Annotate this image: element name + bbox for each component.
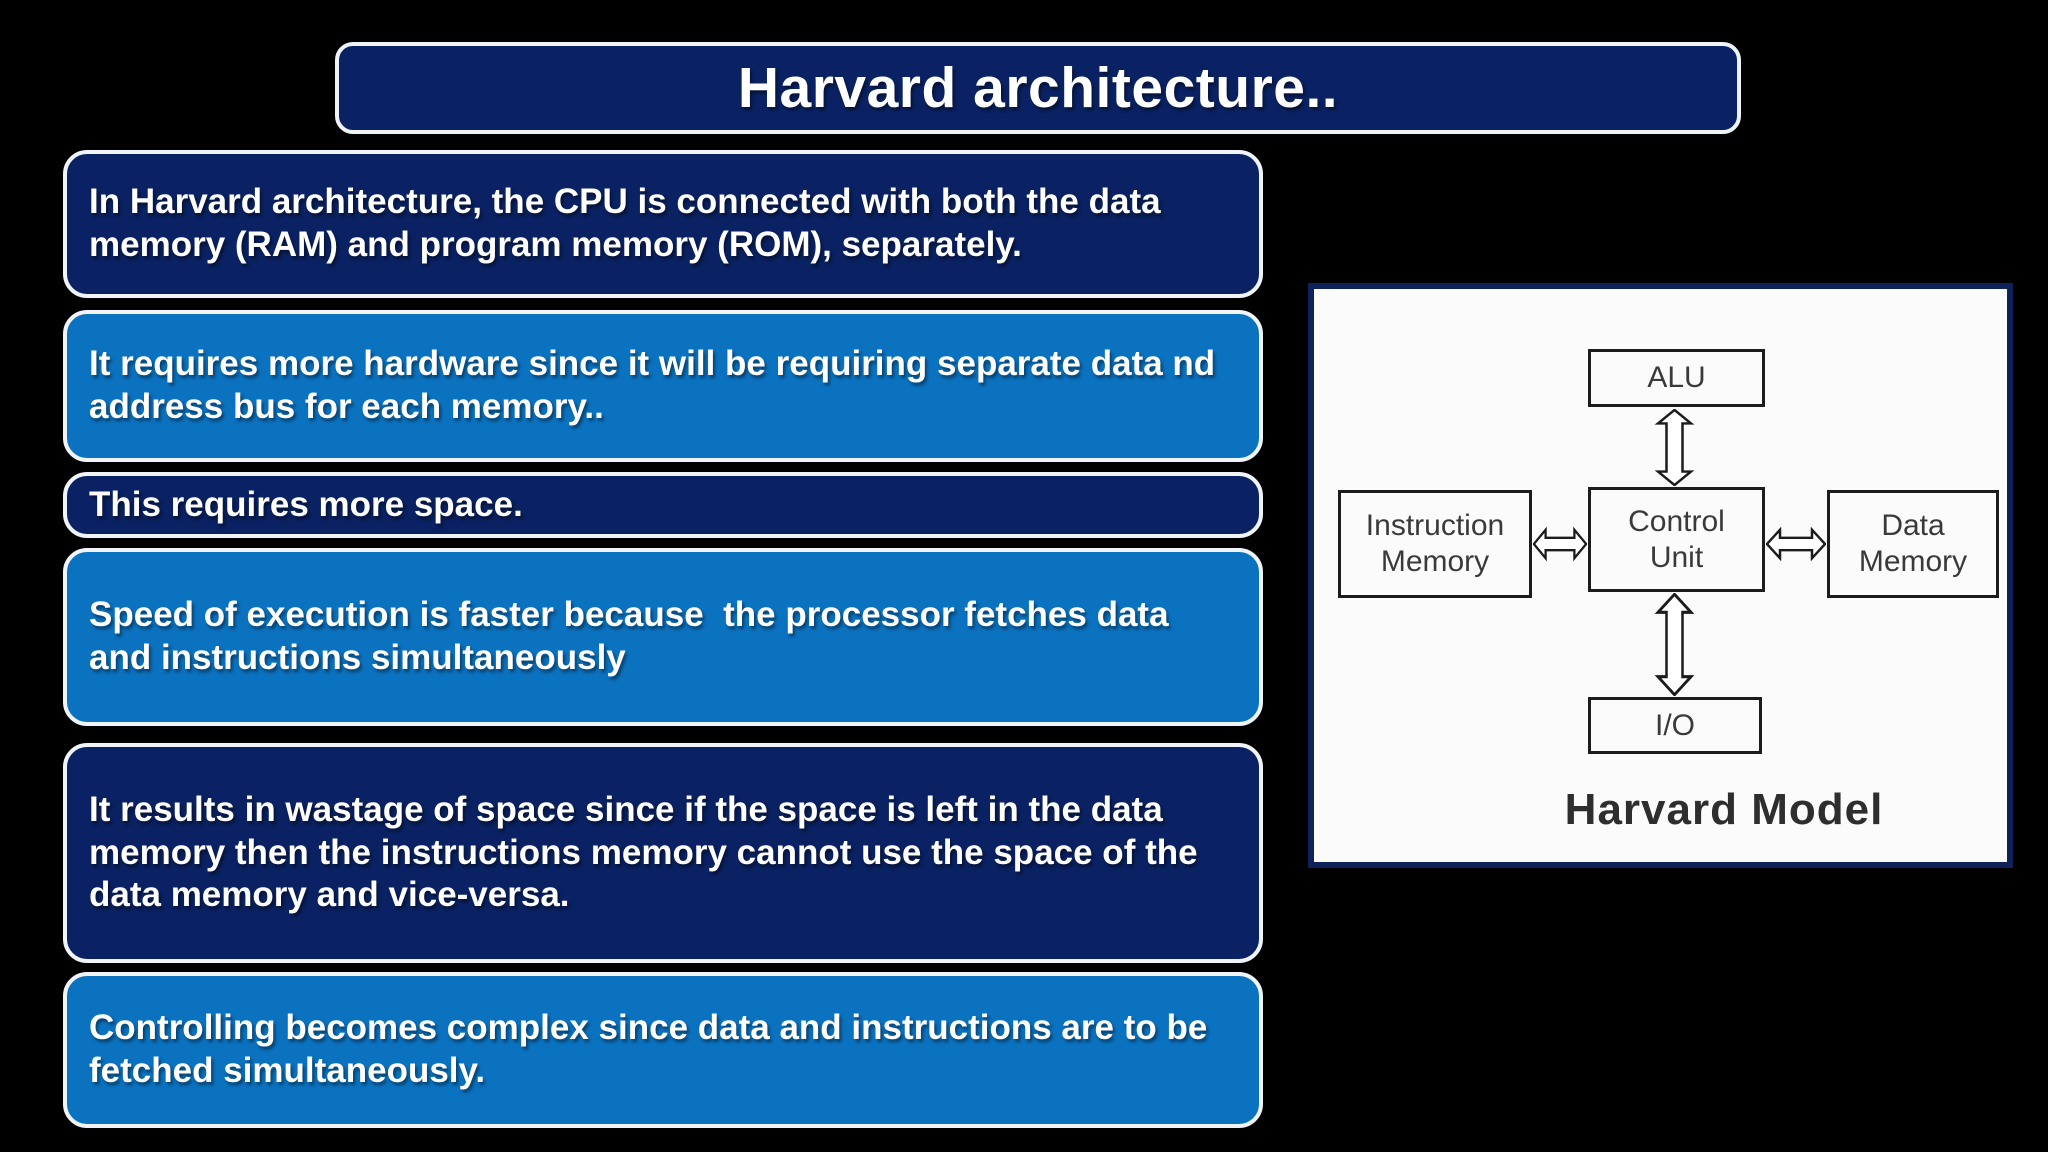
double-arrow-horizontal-icon — [1766, 526, 1826, 562]
point-box-2: It requires more hardware since it will … — [63, 310, 1263, 462]
point-box-5: It results in wastage of space since if … — [63, 743, 1263, 963]
point-text-3: This requires more space. — [89, 484, 523, 524]
double-arrow-vertical-icon — [1654, 593, 1695, 696]
point-text-2: It requires more hardware since it will … — [89, 344, 1225, 426]
diagram-caption: Harvard Model — [1564, 785, 1884, 834]
diagram-node-io: I/O — [1588, 697, 1762, 754]
diagram-node-data-memory: Data Memory — [1827, 490, 1999, 598]
slide-title-box: Harvard architecture.. — [335, 42, 1741, 134]
point-box-3: This requires more space. — [63, 472, 1263, 538]
double-arrow-vertical-icon — [1654, 409, 1695, 486]
slide-title: Harvard architecture.. — [737, 56, 1339, 120]
point-box-4: Speed of execution is faster because the… — [63, 548, 1263, 726]
point-text-5: It results in wastage of space since if … — [89, 789, 1208, 915]
diagram-node-alu: ALU — [1588, 349, 1765, 407]
point-text-6: Controlling becomes complex since data a… — [89, 1008, 1218, 1090]
double-arrow-horizontal-icon — [1533, 526, 1587, 562]
point-text-4: Speed of execution is faster because the… — [89, 595, 1179, 677]
point-box-6: Controlling becomes complex since data a… — [63, 972, 1263, 1128]
point-text-1: In Harvard architecture, the CPU is conn… — [89, 182, 1171, 264]
point-box-1: In Harvard architecture, the CPU is conn… — [63, 150, 1263, 298]
diagram-node-instruction-memory: Instruction Memory — [1338, 490, 1532, 598]
harvard-model-diagram: ALU Instruction Memory Control Unit Data… — [1308, 283, 2013, 868]
diagram-node-control-unit: Control Unit — [1588, 487, 1765, 592]
